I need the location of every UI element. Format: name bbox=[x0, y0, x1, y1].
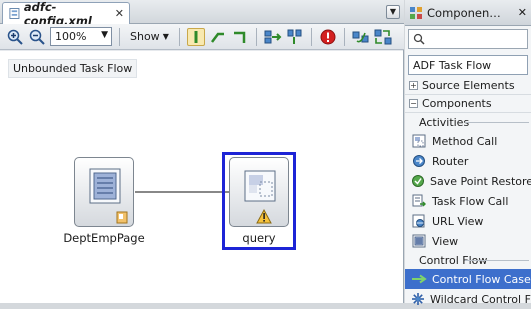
component-palette: Componen… ✕ ADF Task Flow + Source Eleme… bbox=[405, 0, 531, 306]
diagram-editor: adfc-config.xml ✕ ▼ 100% ▼ Show ▼ bbox=[0, 0, 404, 303]
grid-layout-icon[interactable] bbox=[374, 28, 392, 46]
palette-item-wildcard-control-flow[interactable]: Wildcard Control Flow bbox=[405, 289, 531, 309]
method-call-icon bbox=[411, 133, 427, 149]
section-components[interactable]: − Components bbox=[405, 95, 531, 113]
zoom-out-icon[interactable] bbox=[28, 28, 46, 46]
wildcard-icon bbox=[411, 291, 425, 307]
toolbar-divider bbox=[178, 27, 180, 46]
group-control-flow: Control Flow bbox=[405, 251, 531, 269]
palette-item-label: Method Call bbox=[432, 134, 498, 148]
toolbar-divider bbox=[119, 27, 120, 46]
chevron-down-icon: ▼ bbox=[162, 32, 169, 41]
palette-title: Componen… bbox=[427, 5, 501, 20]
view-icon bbox=[411, 233, 427, 249]
control-flow-case-icon bbox=[411, 271, 427, 287]
palette-item-label: Control Flow Case bbox=[432, 272, 531, 286]
search-icon bbox=[413, 33, 425, 45]
method-call-icon bbox=[244, 170, 276, 224]
palette-item-label: Router bbox=[432, 154, 469, 168]
show-label: Show bbox=[130, 30, 160, 43]
palette-search-input[interactable] bbox=[408, 29, 528, 49]
group-activities: Activities bbox=[405, 113, 531, 131]
palette-item-label: View bbox=[432, 234, 459, 248]
page-icon bbox=[89, 168, 128, 224]
toolbar-divider bbox=[343, 27, 345, 46]
diagram-canvas[interactable]: Unbounded Task Flow DeptEmpPage bbox=[0, 51, 403, 303]
method-call-node[interactable] bbox=[229, 157, 289, 227]
palette-item-url-view[interactable]: URL View bbox=[405, 211, 531, 231]
library-select[interactable]: ADF Task Flow bbox=[408, 55, 528, 75]
editor-tab-bar: adfc-config.xml ✕ ▼ bbox=[0, 0, 404, 28]
diagram-toolbar: 100% ▼ Show ▼ bbox=[0, 24, 404, 50]
save-point-icon bbox=[411, 173, 425, 189]
group-label: Activities bbox=[419, 115, 470, 129]
refresh-icon[interactable] bbox=[352, 28, 370, 46]
close-icon[interactable]: ✕ bbox=[114, 7, 124, 20]
zoom-in-icon[interactable] bbox=[6, 28, 24, 46]
show-menu-button[interactable]: Show ▼ bbox=[127, 30, 172, 43]
layout-horizontal-icon[interactable] bbox=[264, 28, 282, 46]
palette-item-save-point-restore[interactable]: Save Point Restore bbox=[405, 171, 531, 191]
expand-icon[interactable]: + bbox=[409, 81, 418, 90]
palette-item-label: Wildcard Control Flow bbox=[430, 292, 531, 306]
selection-outline bbox=[222, 152, 296, 250]
section-label: Source Elements bbox=[422, 79, 515, 92]
group-label: Control Flow bbox=[419, 253, 488, 267]
node-label: DeptEmpPage bbox=[63, 231, 145, 245]
palette-item-label: Save Point Restore bbox=[430, 174, 531, 188]
control-flow-connector[interactable] bbox=[0, 51, 403, 303]
view-node[interactable] bbox=[74, 157, 134, 227]
chevron-down-icon: ▼ bbox=[101, 30, 108, 40]
layout-vertical-icon[interactable] bbox=[286, 28, 304, 46]
palette-item-label: URL View bbox=[432, 214, 484, 228]
zoom-value: 100% bbox=[55, 30, 87, 43]
toolbar-divider bbox=[310, 27, 312, 46]
toolbar-divider bbox=[255, 27, 257, 46]
palette-item-view[interactable]: View bbox=[405, 231, 531, 251]
diagonal-connector-icon[interactable] bbox=[209, 28, 227, 46]
section-source-elements[interactable]: + Source Elements bbox=[405, 77, 531, 95]
url-view-icon bbox=[411, 213, 427, 229]
palette-item-task-flow-call[interactable]: Task Flow Call bbox=[405, 191, 531, 211]
section-label: Components bbox=[422, 97, 492, 110]
palette-item-router[interactable]: Router bbox=[405, 151, 531, 171]
palette-icon bbox=[410, 6, 422, 19]
palette-item-method-call[interactable]: Method Call bbox=[405, 131, 531, 151]
canvas-title: Unbounded Task Flow bbox=[8, 59, 138, 78]
palette-item-control-flow-case[interactable]: Control Flow Case bbox=[405, 269, 531, 289]
collapse-icon[interactable]: − bbox=[409, 99, 418, 108]
close-icon[interactable]: ✕ bbox=[517, 6, 527, 19]
tab-list-dropdown[interactable]: ▼ bbox=[386, 5, 400, 19]
orthogonal-connector-icon[interactable] bbox=[231, 28, 249, 46]
router-icon bbox=[411, 153, 427, 169]
select-tool-icon[interactable] bbox=[186, 27, 205, 46]
library-value: ADF Task Flow bbox=[413, 58, 492, 72]
palette-header: Componen… ✕ bbox=[405, 0, 531, 26]
error-icon[interactable] bbox=[319, 28, 337, 46]
palette-item-label: Task Flow Call bbox=[432, 194, 509, 208]
task-flow-call-icon bbox=[411, 193, 427, 209]
zoom-select[interactable]: 100% ▼ bbox=[50, 27, 112, 46]
node-label: query bbox=[242, 231, 276, 245]
file-icon bbox=[9, 8, 20, 19]
tab-adfc-config[interactable]: adfc-config.xml ✕ bbox=[2, 0, 130, 28]
